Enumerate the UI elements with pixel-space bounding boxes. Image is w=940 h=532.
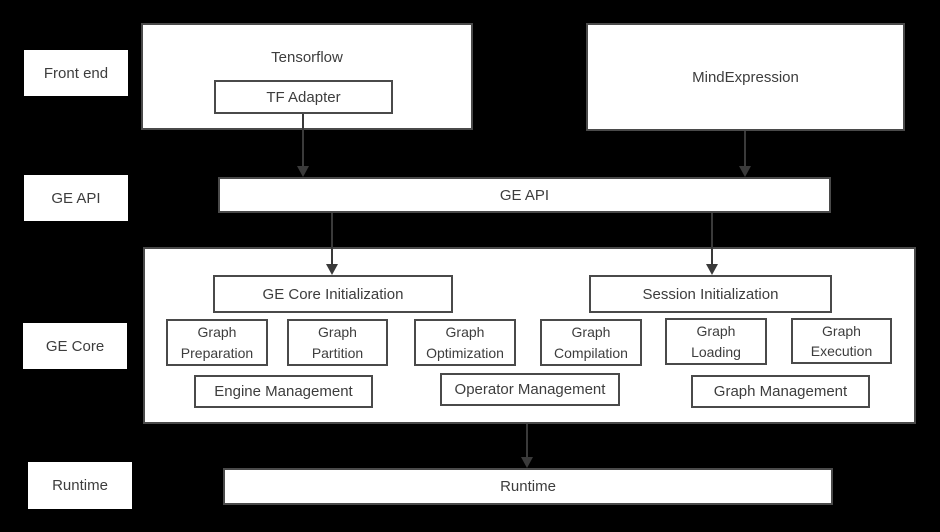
arrow-tf-adapter-to-ge-api-icon: [297, 114, 309, 177]
arrow-mindexpression-to-ge-api-icon: [739, 131, 751, 177]
arrow-ge-api-to-session-init-icon: [706, 213, 718, 275]
row-label-ge-api: GE API: [24, 175, 128, 221]
mindexpression-box: MindExpression: [586, 23, 905, 131]
graph-execution-box: Graph Execution: [791, 318, 892, 364]
engine-management-box: Engine Management: [194, 375, 373, 408]
arrow-ge-api-to-ge-core-init-icon: [326, 213, 338, 275]
row-label-ge-core: GE Core: [23, 323, 127, 369]
graph-preparation-box: Graph Preparation: [166, 319, 268, 366]
session-initialization-box: Session Initialization: [589, 275, 832, 313]
ge-core-initialization-box: GE Core Initialization: [213, 275, 453, 313]
row-label-runtime: Runtime: [28, 462, 132, 509]
graph-loading-box: Graph Loading: [665, 318, 767, 365]
graph-optimization-box: Graph Optimization: [414, 319, 516, 366]
row-label-front-end: Front end: [24, 50, 128, 96]
arrow-ge-core-to-runtime-icon: [521, 424, 533, 468]
operator-management-box: Operator Management: [440, 373, 620, 406]
graph-compilation-box: Graph Compilation: [540, 319, 642, 366]
runtime-bar: Runtime: [223, 468, 833, 505]
graph-partition-box: Graph Partition: [287, 319, 388, 366]
tf-adapter-box: TF Adapter: [214, 80, 393, 114]
graph-management-box: Graph Management: [691, 375, 870, 408]
tensorflow-label: Tensorflow: [271, 49, 343, 66]
ge-api-bar: GE API: [218, 177, 831, 213]
